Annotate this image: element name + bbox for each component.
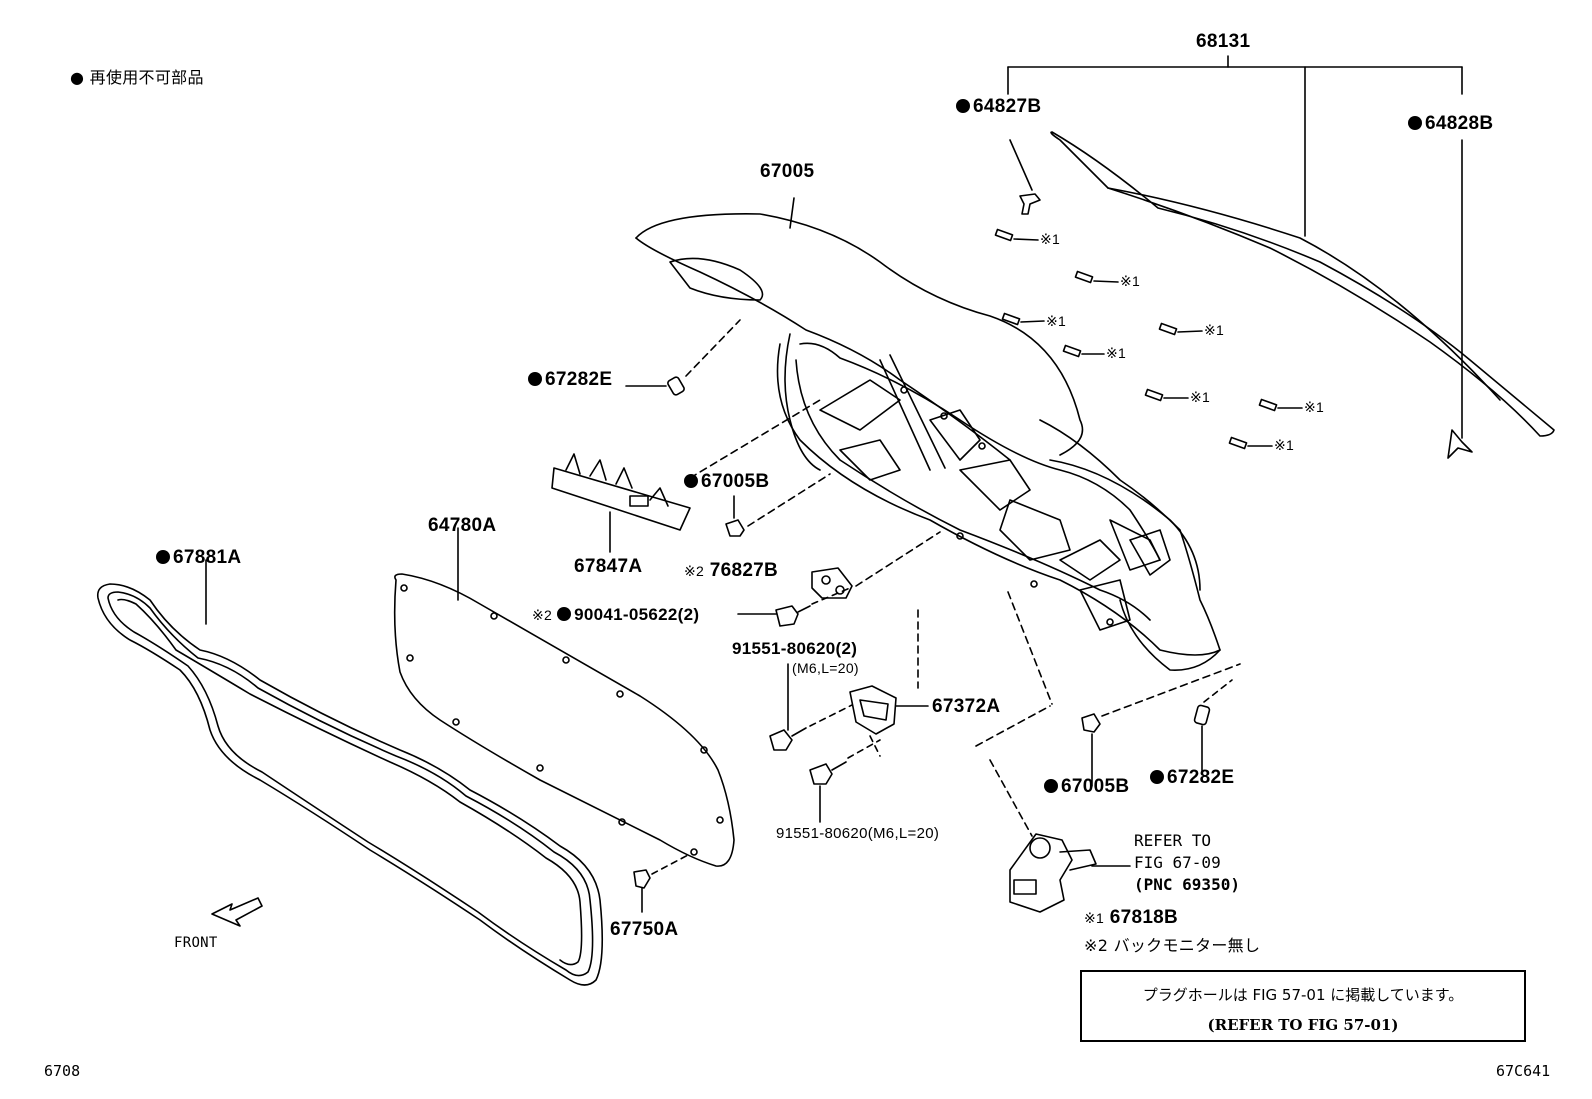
- leader-68131: [1007, 55, 1463, 439]
- label-64827B: 64827B: [956, 97, 1041, 116]
- label-67282E-bottom-text: 67282E: [1167, 767, 1235, 788]
- reference-line-1: REFER TO: [1134, 831, 1212, 850]
- non-reusable-dot-icon: [956, 99, 970, 113]
- note-2-text: バックモニター無し: [1113, 936, 1261, 955]
- bracket-67847A: [551, 399, 821, 553]
- label-68131: 68131: [1196, 31, 1251, 52]
- label-67282E-top-text: 67282E: [545, 369, 613, 390]
- figure-code-right: 67C641: [1496, 1062, 1551, 1080]
- note2-mark: ※2: [684, 563, 705, 579]
- rear-spoiler: [1050, 131, 1555, 459]
- weatherstrip-67881A: [96, 559, 604, 986]
- non-reusable-dot-icon: [1044, 779, 1058, 793]
- non-reusable-dot-icon: [684, 474, 698, 488]
- non-reusable-dot-icon: [1150, 770, 1164, 784]
- label-67005B-bottom-text: 67005B: [1061, 776, 1130, 797]
- bracket-76827B: [811, 531, 941, 599]
- stopper-67282E-bottom: [1193, 679, 1233, 775]
- non-reusable-dot-icon: [1408, 116, 1422, 130]
- note-2: ※2 バックモニター無し: [1084, 938, 1260, 954]
- front-arrow-icon: [211, 897, 263, 927]
- note1-mark: ※1: [1040, 231, 1061, 247]
- bolt-90041: [737, 587, 851, 627]
- non-reusable-dot-icon: [528, 372, 542, 386]
- label-76827B-text: 76827B: [709, 560, 779, 581]
- note2-mark: ※2: [532, 607, 553, 623]
- fasteners-note1: [994, 228, 1303, 450]
- bolt-91551-top: [769, 663, 863, 751]
- note1-mark: ※1: [1084, 910, 1105, 926]
- label-67005: 67005: [760, 161, 815, 182]
- note1-mark: ※1: [1106, 345, 1127, 361]
- note1-mark: ※1: [1204, 322, 1225, 338]
- bracket-67372A: [849, 609, 929, 757]
- reference-line-3: (PNC 69350): [1134, 875, 1240, 894]
- clip-64827B-shape: [1019, 193, 1041, 215]
- note1-mark: ※1: [1120, 273, 1141, 289]
- label-90041: ※2 90041-05622(2): [532, 606, 699, 623]
- label-67881A-text: 67881A: [173, 547, 242, 568]
- label-64828B-text: 64828B: [1425, 113, 1494, 134]
- label-67282E-top: 67282E: [528, 370, 612, 389]
- note1-mark: ※1: [1304, 399, 1325, 415]
- label-76827B: ※2 76827B: [684, 561, 778, 580]
- label-67005B-bottom: 67005B: [1044, 777, 1129, 796]
- note1-mark: ※1: [1274, 437, 1295, 453]
- bumper-67005B-bottom: [1081, 663, 1241, 787]
- figure-code-left: 6708: [44, 1062, 81, 1080]
- label-67881A: 67881A: [156, 548, 241, 567]
- plug-hole-note-box: プラグホールは FIG 57-01 に掲載しています。 (REFER TO FI…: [1080, 970, 1526, 1042]
- note2-mark: ※2: [1084, 936, 1109, 955]
- clip-67750A: [633, 853, 691, 913]
- note-1-code: 67818B: [1109, 907, 1179, 928]
- label-67750A: 67750A: [610, 919, 679, 940]
- non-reusable-dot-icon: [156, 550, 170, 564]
- stopper-67282E-top: [625, 319, 741, 396]
- label-91551-top-spec: (M6,L=20): [792, 660, 859, 676]
- label-67005B-top-text: 67005B: [701, 471, 770, 492]
- bolt-91551-bottom: [809, 739, 881, 823]
- non-reusable-dot-icon: [557, 607, 572, 621]
- label-64828B: 64828B: [1408, 114, 1493, 133]
- legend-non-reusable: ● 再使用不可部品: [70, 68, 204, 87]
- plug-hole-note-en: (REFER TO FIG 57-01): [1207, 1016, 1399, 1034]
- note1-mark: ※1: [1046, 313, 1067, 329]
- note1-mark: ※1: [1190, 389, 1211, 405]
- label-67005B-top: 67005B: [684, 472, 769, 491]
- label-67372A: 67372A: [932, 696, 1001, 717]
- reference-block: REFER TO FIG 67-09 (PNC 69350): [1134, 830, 1240, 896]
- bumper-67005B-top: [725, 473, 831, 537]
- label-67282E-bottom: 67282E: [1150, 768, 1234, 787]
- note-1: ※1 67818B: [1084, 908, 1178, 927]
- label-91551-bottom: 91551-80620(M6,L=20): [776, 825, 940, 842]
- trim-panel-64780A: [393, 527, 735, 867]
- label-90041-text: 90041-05622(2): [574, 605, 700, 624]
- label-67847A: 67847A: [574, 556, 643, 577]
- trunk-lid: [635, 197, 1221, 671]
- label-64780A: 64780A: [428, 515, 497, 536]
- plug-hole-note-jp: プラグホールは FIG 57-01 に掲載しています。: [1142, 986, 1464, 1004]
- latch-assembly: [975, 591, 1131, 913]
- label-front: FRONT: [174, 935, 218, 951]
- label-91551-top: 91551-80620(2): [732, 639, 858, 658]
- reference-line-2: FIG 67-09: [1134, 853, 1221, 872]
- label-64827B-text: 64827B: [973, 96, 1042, 117]
